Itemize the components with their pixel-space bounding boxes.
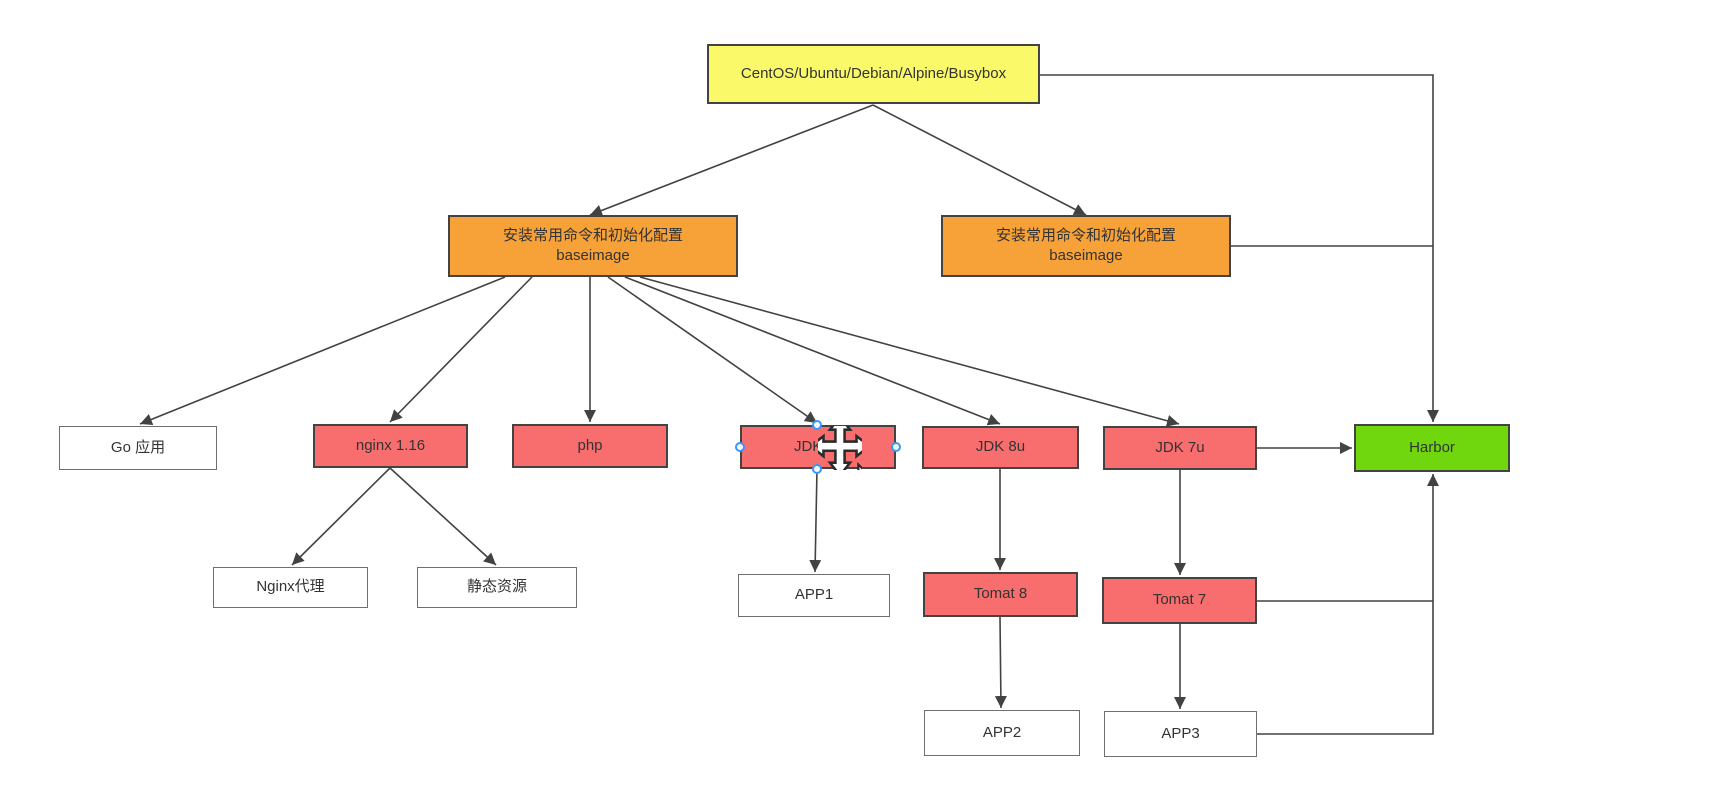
- selection-handle-left[interactable]: [735, 442, 745, 452]
- edge-jdk11-to-app1: [809, 468, 822, 573]
- node-baseimage-right-line2: baseimage: [1049, 247, 1123, 264]
- node-tomat8-label: Tomat 8: [973, 585, 1028, 603]
- node-tomat8[interactable]: Tomat 8: [923, 572, 1078, 617]
- node-nginx-label: nginx 1.16: [355, 436, 426, 454]
- node-tomat7-label: Tomat 7: [1152, 591, 1207, 609]
- edge-baseimage-left-to-jdk8u: [624, 276, 1001, 426]
- node-go-app[interactable]: Go 应用: [59, 426, 217, 470]
- selection-handle-bottom[interactable]: [812, 464, 822, 474]
- node-baseimage-right[interactable]: 安装常用命令和初始化配置 baseimage: [941, 215, 1231, 277]
- node-jdk7u[interactable]: JDK 7u: [1103, 426, 1257, 470]
- node-os-label: CentOS/Ubuntu/Debian/Alpine/Busybox: [740, 64, 1007, 82]
- node-jdk11-label: JDK 11: [793, 437, 843, 455]
- node-os[interactable]: CentOS/Ubuntu/Debian/Alpine/Busybox: [707, 44, 1040, 104]
- node-php[interactable]: php: [512, 424, 668, 468]
- node-baseimage-left[interactable]: 安装常用命令和初始化配置 baseimage: [448, 215, 738, 277]
- node-static-assets-label: 静态资源: [466, 578, 527, 596]
- edge-baseimage-left-to-jdk7u: [639, 276, 1180, 427]
- node-baseimage-left-line1: 安装常用命令和初始化配置: [502, 226, 683, 244]
- selection-handle-right[interactable]: [891, 442, 901, 452]
- node-harbor-label: Harbor: [1409, 438, 1455, 456]
- node-app1[interactable]: APP1: [738, 574, 890, 617]
- edge-os-to-baseimage-right: [872, 104, 1087, 216]
- edge-app3-to-harbor: [1257, 474, 1439, 735]
- node-jdk7u-label: JDK 7u: [1155, 438, 1205, 456]
- node-tomat7[interactable]: Tomat 7: [1102, 577, 1257, 624]
- node-nginx-proxy[interactable]: Nginx代理: [213, 567, 368, 608]
- edge-tomat8-to-app2: [994, 616, 1007, 709]
- selection-handle-top[interactable]: [812, 420, 822, 430]
- node-php-label: php: [577, 436, 603, 454]
- edge-baseimage-left-to-nginx: [389, 276, 533, 423]
- node-jdk8u-label: JDK 8u: [975, 438, 1026, 456]
- node-baseimage-left-line2: baseimage: [556, 247, 630, 264]
- node-nginx-proxy-label: Nginx代理: [256, 578, 325, 596]
- edge-nginx-to-static-assets: [389, 467, 497, 566]
- node-app3[interactable]: APP3: [1104, 711, 1257, 757]
- node-app1-label: APP1: [794, 586, 834, 604]
- node-jdk8u[interactable]: JDK 8u: [922, 426, 1079, 469]
- node-harbor[interactable]: Harbor: [1354, 424, 1510, 472]
- node-go-app-label: Go 应用: [110, 438, 166, 456]
- node-app2-label: APP2: [982, 723, 1022, 741]
- node-static-assets[interactable]: 静态资源: [417, 567, 577, 608]
- node-baseimage-right-line1: 安装常用命令和初始化配置: [995, 226, 1176, 244]
- edge-baseimage-left-to-jdk11: [607, 276, 818, 424]
- edge-baseimage-left-to-go-app: [139, 276, 506, 426]
- node-app2[interactable]: APP2: [924, 710, 1080, 756]
- node-jdk11[interactable]: JDK 11: [740, 425, 896, 469]
- node-nginx[interactable]: nginx 1.16: [313, 424, 468, 468]
- edge-nginx-to-nginx-proxy: [291, 467, 391, 566]
- node-app3-label: APP3: [1161, 724, 1200, 742]
- edge-os-to-baseimage-left: [589, 104, 874, 217]
